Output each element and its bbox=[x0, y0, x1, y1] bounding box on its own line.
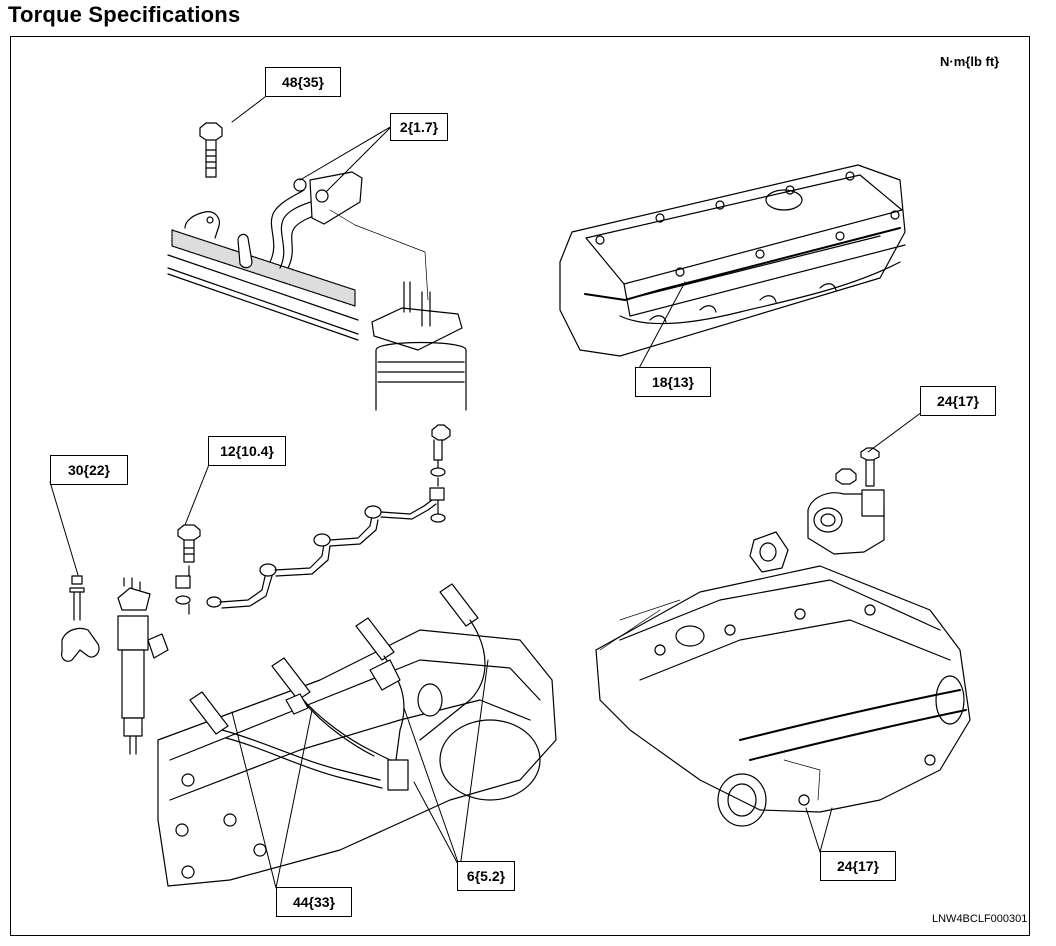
figure-reference-code: LNW4BCLF000301 bbox=[932, 913, 1028, 925]
leader-lines bbox=[50, 97, 922, 888]
torque-callout-pipe-clamp-bolts: 6{5.2} bbox=[457, 861, 515, 891]
torque-callout-glow-plug-nuts: 2{1.7} bbox=[390, 113, 448, 141]
intake-manifold-icon bbox=[596, 566, 970, 826]
harness-bolt-icon bbox=[200, 123, 222, 177]
fuel-injection-pipes-icon bbox=[190, 584, 485, 790]
torque-callout-injector-clamp: 30{22} bbox=[50, 455, 128, 485]
leak-off-pipe-icon bbox=[176, 425, 450, 614]
egr-gasket-icon bbox=[750, 532, 788, 572]
torque-callout-head-cover: 18{13} bbox=[635, 367, 711, 397]
egr-valve-icon bbox=[808, 448, 884, 554]
torque-callout-egr-cooler: 24{17} bbox=[820, 851, 896, 881]
torque-callout-leak-off-pipe: 12{10.4} bbox=[208, 436, 286, 466]
fuel-injector-icon bbox=[118, 578, 168, 754]
diagram-frame bbox=[10, 36, 1030, 936]
injector-clamp-bolt-icon bbox=[62, 576, 99, 661]
torque-callout-injection-pipe-nuts: 44{33} bbox=[276, 887, 352, 917]
torque-callout-harness-bolt: 48{35} bbox=[265, 67, 341, 97]
glow-plug-harness-icon bbox=[168, 172, 428, 340]
torque-callout-egr-valve: 24{17} bbox=[920, 386, 996, 416]
page-title: Torque Specifications bbox=[8, 2, 241, 27]
engine-block-left-icon bbox=[158, 630, 556, 886]
units-label: N·m{lb ft} bbox=[940, 54, 1000, 69]
glow-plug-icon bbox=[372, 282, 466, 410]
cylinder-head-cover-icon bbox=[560, 165, 905, 356]
